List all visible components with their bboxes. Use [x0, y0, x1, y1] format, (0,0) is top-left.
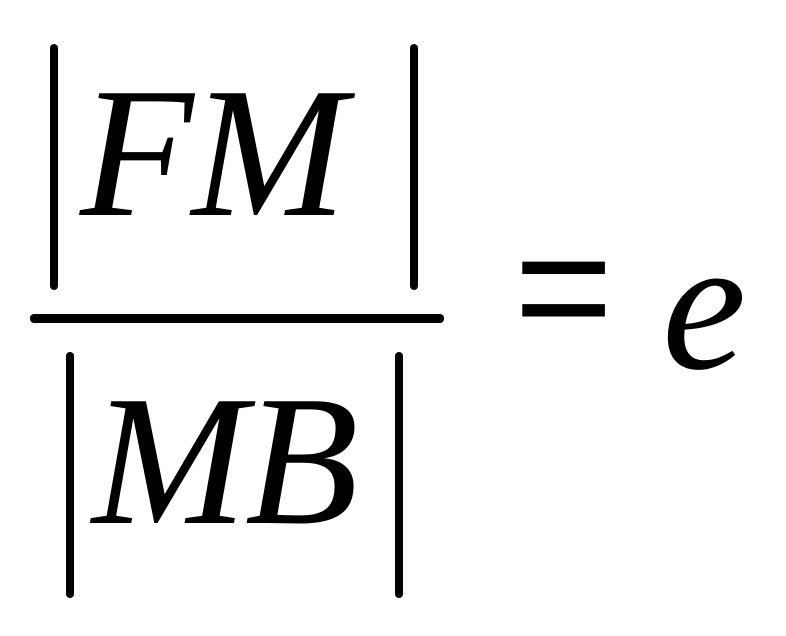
- denominator-left-abs-bar: [66, 352, 74, 598]
- numerator-right-abs-bar: [410, 44, 418, 290]
- eccentricity-symbol: e: [662, 200, 747, 410]
- fraction-line: [30, 314, 444, 323]
- equals-sign: =: [514, 192, 614, 382]
- numerator-left-abs-bar: [50, 44, 58, 290]
- denominator: MB: [92, 358, 359, 564]
- denominator-right-abs-bar: [395, 352, 403, 598]
- numerator: FM: [80, 50, 347, 256]
